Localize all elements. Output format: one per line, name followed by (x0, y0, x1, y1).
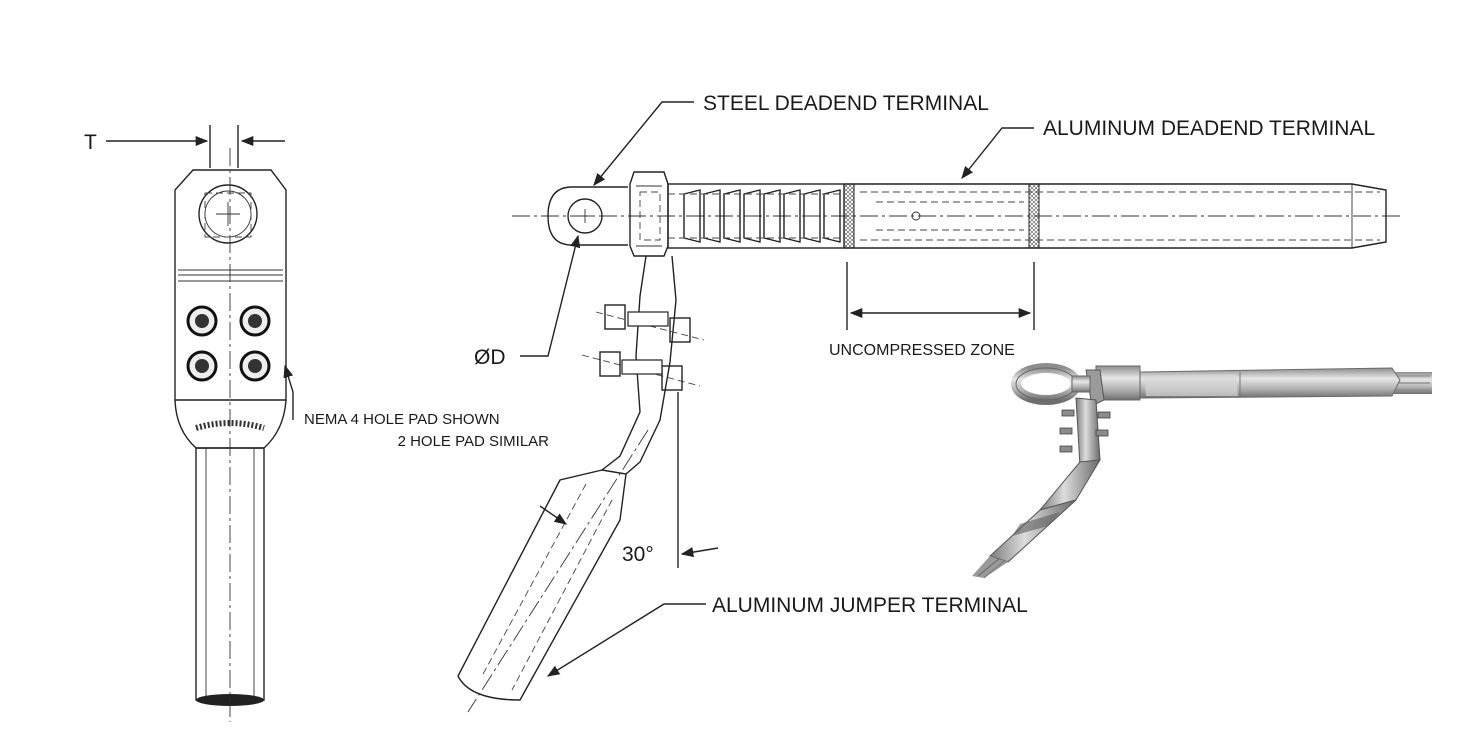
side-view-pad-terminal: T (84, 125, 549, 722)
thickness-dimension (106, 125, 285, 168)
diameter-label: ØD (474, 346, 506, 369)
thread-ridges (683, 189, 841, 243)
uncompressed-zone-label: UNCOMPRESSED ZONE (829, 342, 1015, 359)
main-assembly: UNCOMPRESSED ZONE 30° ØD ST (457, 92, 1400, 713)
jumper-barrel (457, 469, 627, 701)
nema-label-line2: 2 HOLE PAD SIMILAR (398, 433, 550, 450)
aluminum-jumper-label: ALUMINUM JUMPER TERMINAL (712, 594, 1028, 617)
nema-label-line1: NEMA 4 HOLE PAD SHOWN (304, 411, 500, 428)
steel-deadend-label: STEEL DEADEND TERMINAL (703, 92, 989, 115)
product-photo (972, 363, 1432, 579)
steel-eye (547, 186, 628, 246)
pad-upper-hole (198, 184, 258, 244)
jumper-bolts (581, 304, 705, 391)
angle-label: 30° (622, 543, 654, 566)
aluminum-deadend-label: ALUMINUM DEADEND TERMINAL (1043, 117, 1375, 140)
thickness-label: T (84, 131, 97, 154)
pad-bolt-holes (186, 305, 271, 382)
